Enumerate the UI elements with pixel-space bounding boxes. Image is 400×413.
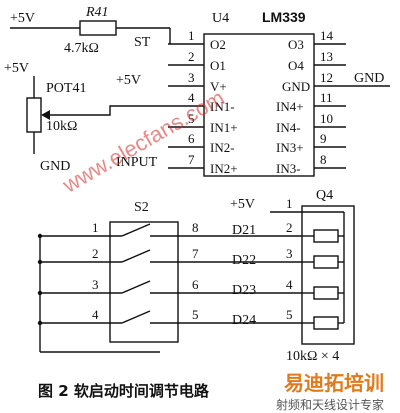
brand-logo-text: 易迪拓培训 <box>284 371 384 395</box>
r41-supply-label: +5V <box>10 11 35 26</box>
switch-left-pin: 1 <box>92 220 99 235</box>
switch-right-pin: 5 <box>192 307 199 322</box>
ic-pin-num: 4 <box>188 90 195 105</box>
switch-right-pin: 8 <box>192 220 199 235</box>
resnet-q4-group: Q4 +5V 1 2 3 4 5 10kΩ × 4 <box>230 188 355 364</box>
resnet-resistor <box>313 316 339 330</box>
ic-pin-name: O2 <box>210 37 226 52</box>
ic-body <box>203 33 315 177</box>
ic-pin-name: O4 <box>288 58 304 73</box>
r41-net-label: ST <box>134 35 151 50</box>
figure-caption: 图 2 软启动时间调节电路 <box>38 382 210 400</box>
pot-body <box>26 97 42 133</box>
switch-row <box>37 280 270 296</box>
ic-pin-name: IN2- <box>210 140 235 155</box>
switch-right-pin: 7 <box>192 246 199 261</box>
resnet-ref-label: Q4 <box>316 188 333 203</box>
ic-pin-name: O3 <box>288 37 304 52</box>
switch-ref-label: S2 <box>134 200 149 215</box>
switch-left-pin: 3 <box>92 277 99 292</box>
watermark-text: www.elecfans.com <box>58 85 229 198</box>
ic-pin-name: IN1- <box>210 99 235 114</box>
resnet-value-label: 10kΩ × 4 <box>286 349 339 364</box>
ic-pin-name: IN4+ <box>276 99 304 114</box>
ic-gnd-net-label: GND <box>354 71 384 86</box>
pot-wiper-arrow <box>41 110 50 120</box>
ic-pin-name: IN2+ <box>210 161 238 176</box>
switch-net-label: D23 <box>232 283 256 298</box>
ic-right-pins: 14 13 12 11 10 9 8 O3 O4 GND IN4+ IN4- I… <box>276 28 390 176</box>
ic-pin-num: 14 <box>320 28 334 43</box>
ic-pin-num: 2 <box>188 49 195 64</box>
pot-supply-label: +5V <box>4 61 29 76</box>
switch-net-label: D24 <box>232 313 256 328</box>
resnet-pin: 3 <box>286 246 293 261</box>
ic-pin-num: 7 <box>188 152 195 167</box>
ic-lm339-group: U4 LM339 1 2 3 4 5 6 7 O2 O1 V+ IN1- IN1… <box>116 9 390 177</box>
ic-pin-name: GND <box>282 79 310 94</box>
switch-right-pin: 6 <box>192 277 199 292</box>
r41-value-label: 4.7kΩ <box>64 41 99 56</box>
ic-pin-num: 10 <box>320 111 333 126</box>
ic-pin-num: 5 <box>188 111 195 126</box>
ic-pin-name: IN3- <box>276 161 301 176</box>
ic-pin-name: IN3+ <box>276 140 304 155</box>
switch-row <box>37 310 270 326</box>
resnet-pin: 1 <box>286 196 293 211</box>
switch-net-label: D22 <box>232 253 256 268</box>
resistor-r41-group: +5V R41 4.7kΩ ST <box>10 5 171 56</box>
switch-row <box>37 249 270 265</box>
ic-pin-num: 8 <box>320 152 327 167</box>
resnet-pin: 2 <box>286 220 293 235</box>
ic-part-label: LM339 <box>262 9 306 25</box>
ic-pin-num: 12 <box>320 70 333 85</box>
resnet-resistor <box>313 286 339 300</box>
resnet-pin: 4 <box>286 277 293 292</box>
resnet-supply-label: +5V <box>230 197 255 212</box>
ic-pin-num: 3 <box>188 70 195 85</box>
pot-name-label: POT41 <box>46 81 86 96</box>
ic-left-pins: 1 2 3 4 5 6 7 O2 O1 V+ IN1- IN1+ IN2- IN… <box>168 28 238 176</box>
ic-pin-num: 6 <box>188 131 195 146</box>
resnet-body <box>301 205 355 345</box>
ic-ref-label: U4 <box>212 11 229 26</box>
switch-row <box>37 223 270 239</box>
switch-net-label: D21 <box>232 223 256 238</box>
ic-pin-num: 9 <box>320 131 327 146</box>
ic-pin-name: O1 <box>210 58 226 73</box>
switch-left-pin: 2 <box>92 246 99 261</box>
brand-subtitle: 射频和天线设计专家 <box>276 397 384 412</box>
pot-value-label: 10kΩ <box>46 119 77 134</box>
switch-left-pin: 4 <box>92 307 99 322</box>
ic-pin-num: 1 <box>188 28 195 43</box>
r41-name-label: R41 <box>85 5 109 20</box>
resnet-resistor <box>313 229 339 243</box>
ic-pin-num: 11 <box>320 90 333 105</box>
ic-vplus-net-label: +5V <box>116 73 141 88</box>
resnet-pin: 5 <box>286 307 293 322</box>
r41-body <box>79 20 117 36</box>
pot-group: +5V GND POT41 10kΩ <box>4 61 168 174</box>
ic-input-net-label: INPUT <box>116 155 158 170</box>
resnet-resistor <box>313 255 339 269</box>
switch-s2-group: S2 1 2 3 <box>37 200 270 353</box>
ic-pin-num: 13 <box>320 49 333 64</box>
pot-ground-label: GND <box>40 159 70 174</box>
ic-pin-name: V+ <box>210 79 227 94</box>
ic-pin-name: IN4- <box>276 120 301 135</box>
switch-body <box>109 221 179 343</box>
ic-pin-name: IN1+ <box>210 120 238 135</box>
